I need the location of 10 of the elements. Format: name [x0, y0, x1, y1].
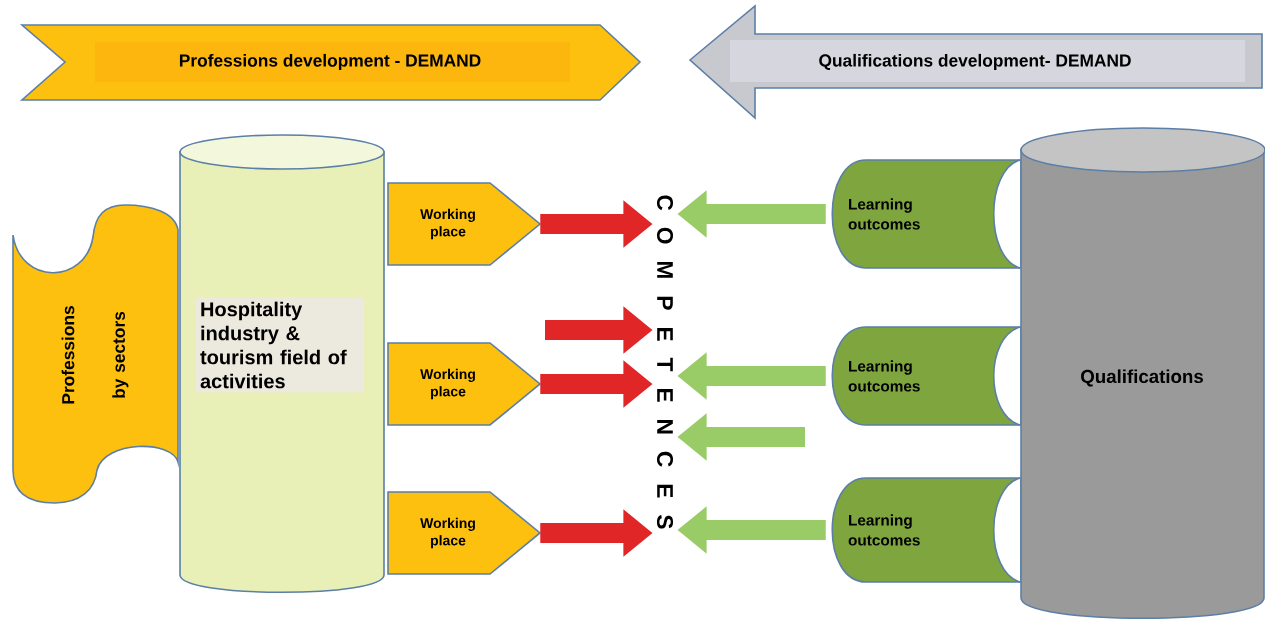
cylinder: Hospitality industry & tourism field of activities	[179, 134, 385, 594]
pentagon-box: Working place	[387, 342, 542, 426]
vertical-text: C O M P E T E N C E S	[656, 195, 674, 529]
rounded-tab: Learning outcomes	[831, 159, 1021, 269]
pentagon-box: Working place	[387, 491, 542, 575]
rounded-tab: Learning outcomes	[831, 326, 1021, 426]
chevron-banner: Professions development - DEMAND	[19, 24, 642, 101]
cylinder: Qualifications	[1020, 127, 1265, 620]
pentagon-box: Working place	[387, 182, 542, 266]
rounded-tab: Learning outcomes	[831, 477, 1021, 583]
